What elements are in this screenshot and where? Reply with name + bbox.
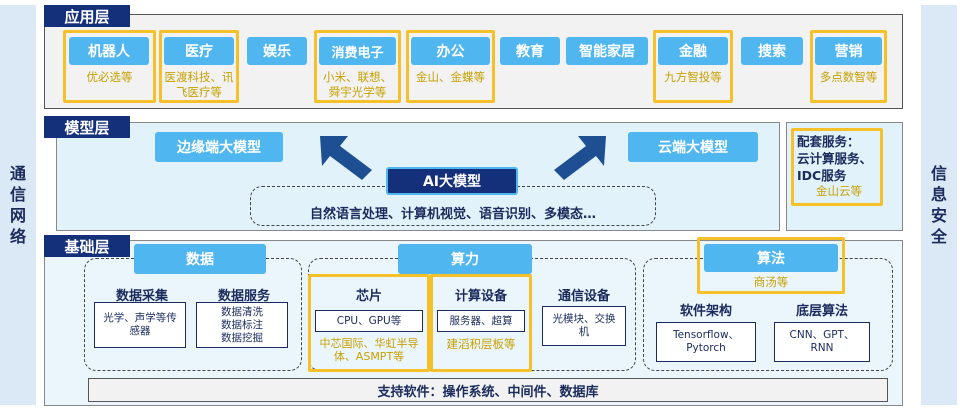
chip-companies: 中芯国际、华虹半导体、ASMPT等 [319,337,419,363]
app-education[interactable]: 教育 [500,37,560,65]
data-collect-label: 数据采集 [115,289,168,304]
finance-companies: 九方智投等 [664,70,722,84]
algo-button[interactable]: 算法 [704,244,838,272]
side-char: 网 [9,206,26,225]
data-service-line: 数据挖掘 [221,331,263,344]
data-service-detail: 数据清洗 数据标注 数据挖掘 [196,302,288,348]
model-layer-tab: 模型层 [44,116,130,138]
framework-detail: Tensorflow、Pytorch [656,322,756,362]
robot-highlight [63,30,156,103]
base-layer-tab: 基础层 [44,235,130,257]
services-highlight [791,128,883,206]
comm-detail: 光模块、交换机 [542,306,626,346]
cloud-model-button[interactable]: 云端大模型 [628,132,758,162]
algo-companies: 商汤等 [753,275,789,289]
data-collect-detail: 光学、声学等传感器 [94,302,186,348]
side-char: 信 [9,185,26,204]
services-line1: 云计算服务、 [797,151,873,166]
finance-highlight [653,30,733,103]
consumer-highlight [314,30,401,103]
side-char: 息 [930,185,947,204]
chip-detail: CPU、GPU等 [315,310,423,332]
bottom-algo-label: 底层算法 [795,304,848,319]
marketing-highlight [810,30,887,103]
chip-highlight [308,274,430,372]
side-char: 安 [930,206,947,225]
services-line2: IDC服务 [797,168,847,183]
medical-highlight [159,30,239,103]
device-companies: 建滔积层板等 [446,337,516,351]
office-highlight [406,30,495,103]
services-company: 金山云等 [816,184,862,198]
consumer-companies: 小米、联想、舜宇光学等 [323,70,392,99]
compute-button[interactable]: 算力 [398,244,532,274]
app-search[interactable]: 搜索 [741,37,803,65]
algo-highlight [697,237,845,294]
ai-model-label [386,167,518,195]
medical-companies: 医渡科技、讯飞医疗等 [164,70,234,99]
robot-companies: 优必选等 [86,70,133,84]
security-sidebar: 信 息 安 全 [921,5,957,405]
services-panel [786,122,903,231]
app-finance[interactable]: 金融 [658,37,728,65]
data-service-line: 数据清洗 [221,305,263,318]
app-consumer-electronics[interactable]: 消费电子 [319,37,396,65]
framework-label: 软件架构 [679,304,732,319]
side-char: 络 [9,227,26,246]
app-layer-tab: 应用层 [44,5,130,27]
marketing-companies: 多点数智等 [819,70,878,84]
office-companies: 金山、金蝶等 [416,70,485,84]
network-sidebar: 通 信 网 络 [0,5,36,405]
data-service-label: 数据服务 [217,289,270,304]
app-entertainment[interactable]: 娱乐 [247,37,307,65]
app-medical[interactable]: 医疗 [164,37,234,65]
comm-label: 通信设备 [557,289,610,304]
data-button[interactable]: 数据 [134,244,266,274]
ai-model-text: AI大模型 [422,174,482,190]
app-robot[interactable]: 机器人 [69,37,149,65]
side-char: 信 [930,164,947,183]
app-smart-home[interactable]: 智能家居 [566,37,648,65]
model-tasks: 自然语言处理、计算机视觉、语音识别、多模态… [309,206,596,222]
support-software: 支持软件：操作系统、中间件、数据库 [88,378,888,402]
app-marketing[interactable]: 营销 [815,37,882,65]
device-label: 计算设备 [454,289,507,304]
services-title: 配套服务： [797,134,860,149]
device-highlight [430,274,532,372]
side-char: 全 [930,227,947,246]
arrow-to-edge-icon [320,136,372,180]
device-detail: 服务器、超算 [437,310,525,332]
data-service-line: 数据标注 [221,318,263,331]
app-office[interactable]: 办公 [411,37,490,65]
bottom-algo-detail: CNN、GPT、RNN [774,322,870,362]
arrow-to-cloud-icon [554,136,606,180]
chip-label: 芯片 [355,289,382,304]
side-char: 通 [9,164,26,183]
edge-model-button[interactable]: 边缘端大模型 [155,132,283,162]
